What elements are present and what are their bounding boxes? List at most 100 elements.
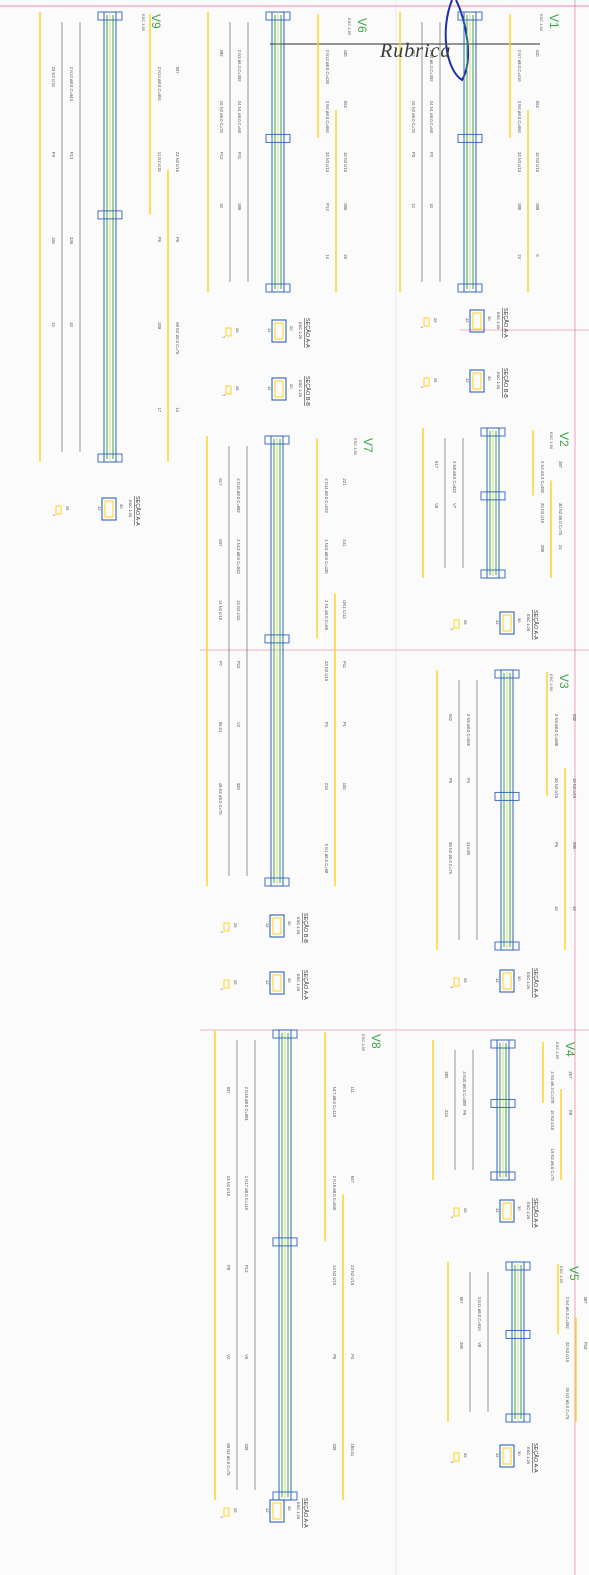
- beam-scale: ESC 1:50: [559, 1266, 564, 1284]
- support-stub: [97, 453, 123, 463]
- section-outline: [271, 377, 287, 401]
- rebar-label: 2 N12 ø8.0 C=430: [325, 50, 330, 85]
- support-stub: [264, 877, 290, 887]
- rebar-label: 14: [411, 203, 416, 208]
- section-title: SEÇÃO B-B: [502, 368, 509, 398]
- rebar-label: 94.01: [218, 722, 223, 733]
- rebar-label: 24: [558, 545, 563, 550]
- rebar-label: 23 N2 c/15: [350, 1265, 355, 1286]
- rebar-label: V8: [477, 1342, 482, 1348]
- rebar-label: 69 N2 ø5.0 C=75: [175, 322, 180, 355]
- stirrup-detail: [453, 1207, 460, 1217]
- stirrup-dim-b: 25: [235, 386, 240, 391]
- rebar-label: P9: [51, 152, 56, 158]
- section-scale: ESC 1:25: [526, 614, 531, 632]
- stirrup-dim-a: 7: [221, 394, 226, 397]
- rebar-label: 286: [572, 842, 577, 850]
- stirrup-dim-a: 7: [219, 931, 224, 934]
- section-stirrup: [502, 614, 512, 632]
- stirrup-dim-a: 7: [449, 1461, 454, 1464]
- rebar-label: 1 N17 ø8.0 C=119: [244, 1176, 249, 1211]
- support-stub: [490, 1039, 516, 1049]
- stirrup-dim-a: 7: [219, 1516, 224, 1519]
- section-scale: ESC 1:25: [296, 974, 301, 992]
- rebar-label: 24 N1 ø5.0 C=68: [237, 101, 242, 134]
- section-scale: ESC 1:25: [496, 312, 501, 330]
- section-title: SEÇÃO A-A: [532, 1198, 539, 1228]
- support-stub: [264, 634, 290, 644]
- rebar-label: 907: [459, 1297, 464, 1305]
- rebar-label: 14: [51, 322, 56, 327]
- section-stirrup: [472, 372, 482, 390]
- stirrup-detail: [453, 1452, 460, 1462]
- stirrup-detail: [453, 977, 460, 987]
- section-outline: [269, 914, 285, 938]
- rebar-label: 19 N2 ø5.0 C=75: [550, 1149, 555, 1182]
- rebar-label: 221: [342, 478, 347, 486]
- rebar-label: 562: [343, 101, 348, 109]
- rebar-label: 2 N16 ø8.0 C=982: [236, 478, 241, 513]
- support-stub: [490, 1098, 516, 1108]
- rebar-label: 184.01: [350, 1443, 355, 1456]
- section-scale: ESC 1:25: [526, 1202, 531, 1220]
- rebar-label: 214.99: [466, 842, 471, 855]
- rebar-label: 3 N10 ø8.0 C=288: [462, 1071, 467, 1106]
- section-width: 20: [289, 384, 294, 389]
- rebar-label: P11: [237, 152, 242, 160]
- section-title: SEÇÃO A-A: [134, 496, 141, 526]
- section-scale: ESC 1:25: [296, 917, 301, 935]
- rebar-label: 10: [554, 906, 559, 911]
- stirrup-detail: [223, 979, 230, 989]
- rebar-label: 39 N2 ø5.0 C=75: [448, 842, 453, 875]
- stirrup-dim-a: 7: [419, 326, 424, 329]
- rebar-label: 2 N4 ø6.3 C=392: [429, 50, 434, 83]
- rebar-label: P5: [332, 1354, 337, 1360]
- beam-scale: ESC 1:50: [361, 1034, 366, 1052]
- rebar-label: 431: [342, 539, 347, 547]
- rebar-label: P7: [218, 661, 223, 667]
- support-stub: [480, 491, 506, 501]
- rebar-label: 2 N14 ø8.0 C=951: [157, 67, 162, 102]
- stirrup-detail: [423, 377, 430, 387]
- stirrup-dim-b: 25: [235, 328, 240, 333]
- stirrup-dim-b: 25: [463, 978, 468, 983]
- rebar-label: P5: [448, 778, 453, 784]
- section-scale: ESC 1:25: [298, 380, 303, 398]
- section-title: SEÇÃO A-A: [532, 968, 539, 998]
- rebar-label: P8: [226, 1265, 231, 1271]
- rebar-label: P10: [583, 1342, 588, 1350]
- rebar-label: 2 N4 ø6.3 C=392: [565, 1297, 570, 1330]
- section-outline: [469, 369, 485, 393]
- stirrup-dim-a: 7: [221, 336, 226, 339]
- section-scale: ESC 1:25: [298, 322, 303, 340]
- section-outline: [271, 319, 287, 343]
- support-stub: [272, 1029, 298, 1039]
- section-scale: ESC 1:25: [496, 372, 501, 390]
- rebar-label: 30 N2 c/15: [554, 778, 559, 799]
- rebar-label: 339: [332, 1443, 337, 1451]
- rebar-label: 15 N2 c/15: [550, 1110, 555, 1131]
- rebar-label: 937: [350, 1176, 355, 1184]
- section-height: 12: [465, 318, 470, 323]
- rebar-label: P5: [175, 237, 180, 243]
- rebar-label: 2 N9 ø8.0 C=588: [554, 714, 559, 747]
- rebar-label: 14: [572, 906, 577, 911]
- rebar-label: 917: [218, 478, 223, 486]
- beam-title: V3: [557, 674, 571, 689]
- section-height: 12: [495, 1453, 500, 1458]
- rubrica-stamp: Rubrica: [380, 40, 452, 62]
- rebar-label: 23 N2 c/15: [226, 1176, 231, 1197]
- section-stirrup: [274, 380, 284, 398]
- rebar-label: P11: [342, 661, 347, 669]
- stirrup-detail: [55, 505, 62, 515]
- rebar-label: 20 N2 c/15: [540, 503, 545, 524]
- rebar-label: 219: [324, 783, 329, 791]
